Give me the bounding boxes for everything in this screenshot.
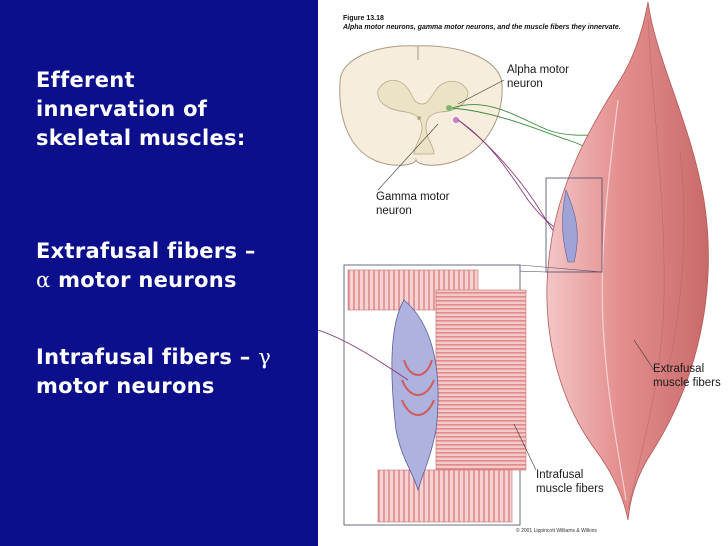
muscle-innervation-illustration xyxy=(318,1,709,526)
gamma-symbol: γ xyxy=(258,345,272,369)
intrafusal-line-1: Intrafusal fibers – γ xyxy=(36,343,316,372)
extrafusal-statement: Extrafusal fibers – α motor neurons xyxy=(36,237,306,295)
copyright-notice: © 2001 Lippincott Williams & Wilkins xyxy=(516,528,597,534)
extrafusal-suffix: motor neurons xyxy=(50,268,237,292)
extrafusal-prefix: Extrafusal fibers – xyxy=(36,239,256,263)
alpha-motor-neuron-label: Alpha motor neuron xyxy=(507,64,570,90)
figure-number: Figure 13.18 xyxy=(343,15,384,22)
intrafusal-statement: Intrafusal fibers – γ motor neurons xyxy=(36,343,316,401)
heading-line-1: Efferent xyxy=(36,68,135,92)
magnified-spindle xyxy=(318,264,527,526)
whole-muscle xyxy=(546,1,709,521)
alpha-symbol: α xyxy=(36,268,51,292)
heading-line-3: skeletal muscles: xyxy=(36,126,246,150)
extrafusal-line-2: α motor neurons xyxy=(36,266,306,295)
gamma-motor-neuron-label: Gamma motor neuron xyxy=(376,191,450,217)
heading-line-2: innervation of xyxy=(36,97,208,121)
figure-caption-text: Alpha motor neurons, gamma motor neurons… xyxy=(343,24,621,31)
intrafusal-prefix: Intrafusal fibers – xyxy=(36,345,259,369)
spinal-cord xyxy=(339,45,503,166)
figure-caption: Figure 13.18 Alpha motor neurons, gamma … xyxy=(343,14,621,32)
extrafusal-fibers-label: Extrafusal muscle fibers xyxy=(653,363,721,389)
title-panel xyxy=(0,0,318,546)
slide-heading: Efferent innervation of skeletal muscles… xyxy=(36,66,306,153)
intrafusal-fibers-label: Intrafusal muscle fibers xyxy=(536,469,604,495)
label-leaders xyxy=(377,79,655,471)
intrafusal-suffix: motor neurons xyxy=(36,374,215,398)
